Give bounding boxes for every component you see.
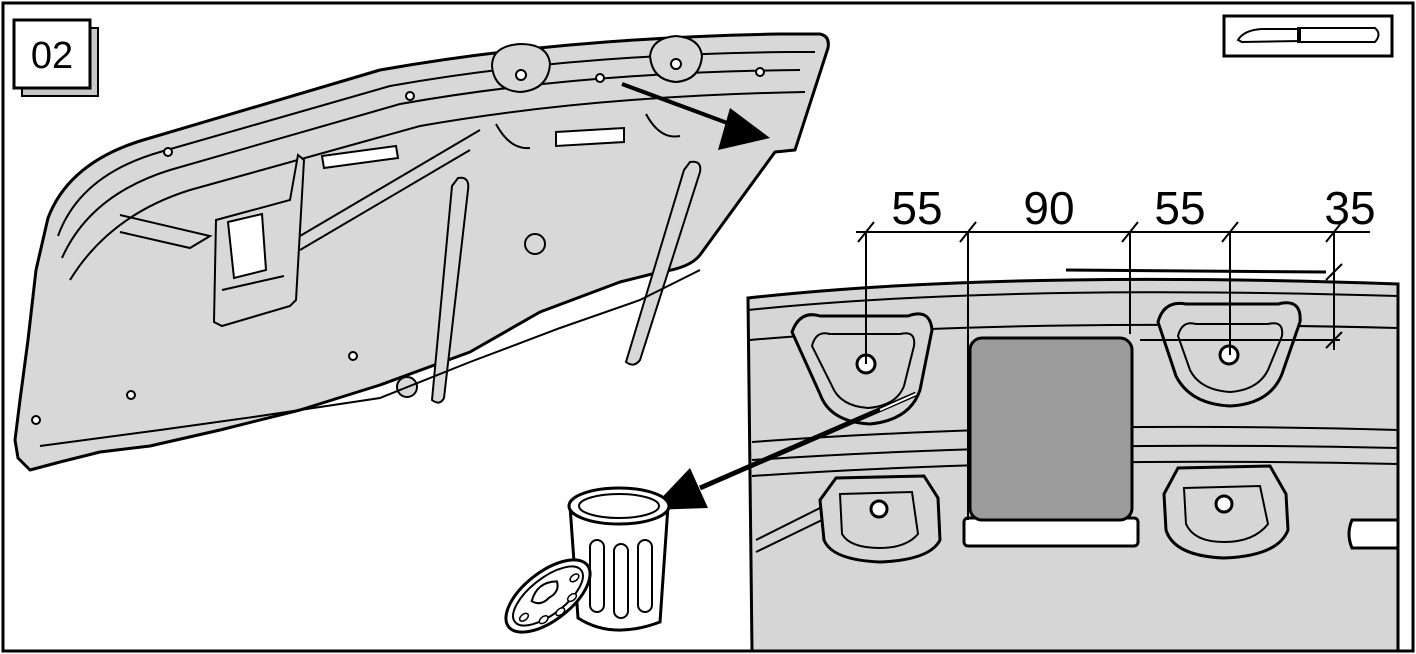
removal-arrow-top — [621, 82, 770, 150]
dimension-lines — [856, 221, 1370, 520]
dimension-label-55-left: 55 — [891, 182, 942, 234]
underbody-panel — [13, 32, 830, 472]
trash-bin-icon — [504, 486, 671, 634]
dimension-label-55-right: 55 — [1154, 182, 1205, 234]
detail-view — [746, 268, 1400, 653]
dimension-label-90: 90 — [1023, 182, 1074, 234]
cutout-area — [968, 336, 1134, 522]
step-badge: 02 — [12, 18, 99, 97]
step-number: 02 — [31, 35, 73, 77]
dimension-label-35: 35 — [1324, 182, 1375, 234]
utility-knife-icon — [1222, 14, 1394, 58]
